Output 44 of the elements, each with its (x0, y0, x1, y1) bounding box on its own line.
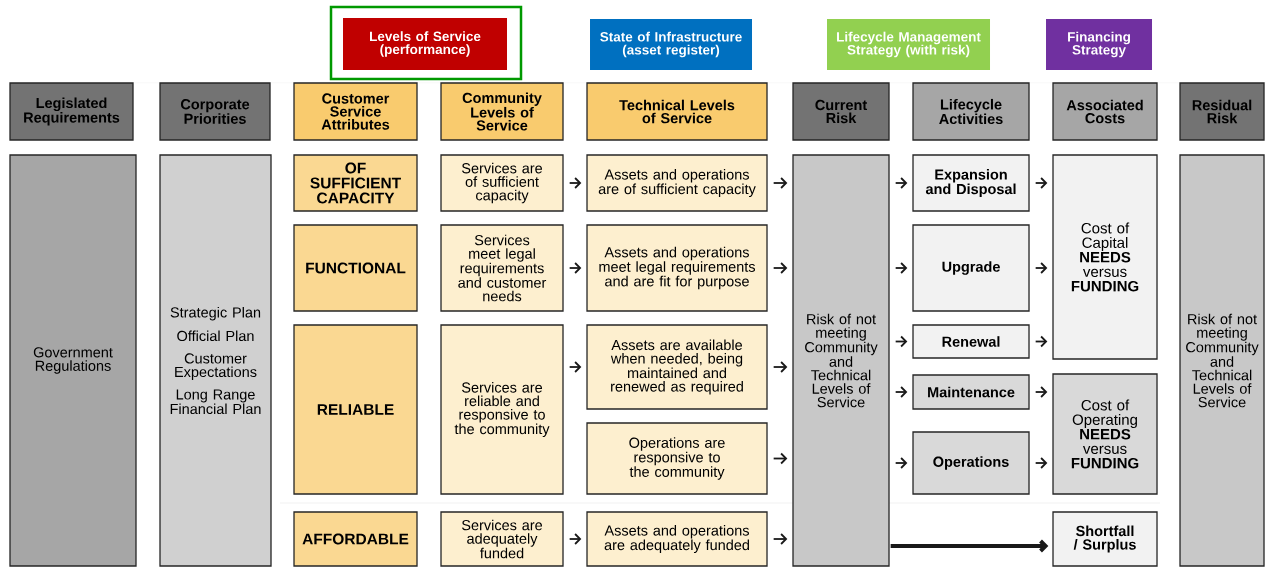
arrow (772, 533, 788, 545)
category-banner: State of Infrastructure (asset register) (590, 19, 752, 70)
category-banner: Financing Strategy (1046, 19, 1152, 70)
activity-box: Renewal (912, 324, 1030, 359)
description-box: Services are adequately funded (440, 511, 564, 567)
description-box: Services are of sufficient capacity (440, 154, 564, 212)
description-box: Assets and operations are of sufficient capacity (586, 154, 768, 212)
arrow (772, 262, 788, 274)
attribute-box: OF SUFFICIENT CAPACITY (293, 154, 418, 212)
activity-box: Operations (912, 431, 1030, 495)
attribute-box: AFFORDABLE (293, 511, 418, 567)
description-box: Services meet legal requirements and customer needs (440, 224, 564, 312)
description-box: Assets and operations meet legal requirements and are fit for purpose (586, 224, 768, 312)
column-header: Technical Levels of Service (586, 82, 768, 141)
column-header: Customer Service Attributes (293, 82, 418, 141)
activity-box: Maintenance (912, 374, 1030, 410)
arrow (890, 539, 1049, 553)
column-header: Legislated Requirements (9, 82, 134, 141)
arrow (772, 452, 788, 465)
column-header: Corporate Priorities (159, 82, 271, 141)
activity-box: Expansion and Disposal (912, 154, 1030, 212)
column-header: Residual Risk (1179, 82, 1265, 141)
column-box: Strategic Plan Official Plan Customer Expectations Long Range Financial Plan (159, 154, 272, 567)
column-header: Community Levels of Service (440, 82, 564, 141)
description-box: Assets are available when needed, being maintained and renewed as required (586, 324, 768, 410)
description-box: Assets and operations are adequately funded (586, 511, 768, 567)
category-banner: Lifecycle Management Strategy (with risk) (827, 19, 990, 70)
column-header: Associated Costs (1052, 82, 1158, 141)
category-banner: Levels of Service (performance) (343, 18, 507, 70)
arrow (772, 361, 788, 373)
cost-box: Cost of Capital NEEDS versus FUNDING (1052, 154, 1158, 360)
arrow (772, 177, 788, 189)
cost-box: Cost of Operating NEEDS versus FUNDING (1052, 373, 1158, 495)
description-box: Services are reliable and responsive to the community (440, 324, 564, 495)
column-header: Lifecycle Activities (912, 82, 1030, 141)
column-box: Government Regulations (9, 154, 137, 567)
attribute-box: FUNCTIONAL (293, 224, 418, 312)
column-header: Current Risk (792, 82, 890, 141)
activity-box: Upgrade (912, 224, 1030, 312)
column-box: Risk of not meeting Community and Technical Levels of Service (792, 154, 890, 567)
activity-box: Shortfall / Surplus (1052, 511, 1158, 567)
column-box: Risk of not meeting Community and Technical Levels of Service (1179, 154, 1265, 567)
attribute-box: RELIABLE (293, 324, 418, 495)
description-box: Operations are responsive to the community (586, 422, 768, 495)
